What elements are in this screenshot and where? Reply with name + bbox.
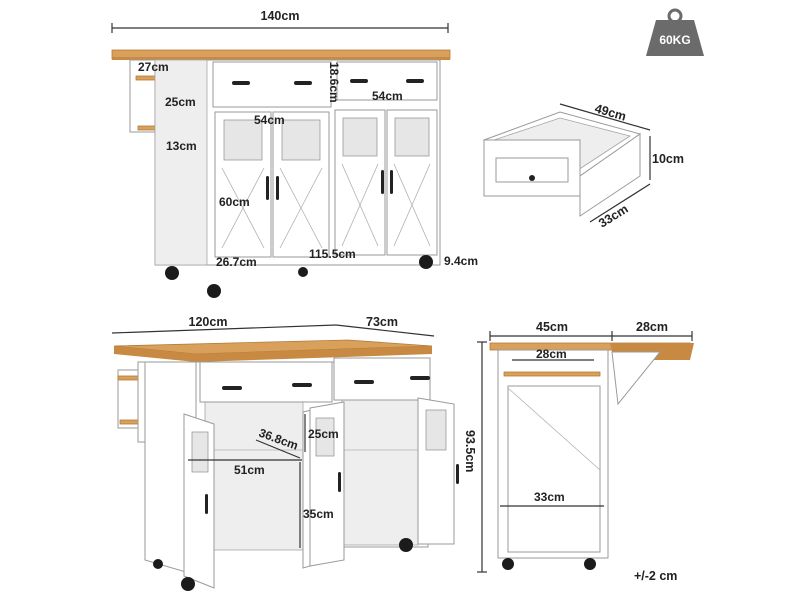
drawer-handle-icon	[232, 81, 250, 85]
tolerance-note: +/-2 cm	[634, 569, 677, 583]
open-compartment-right	[341, 399, 419, 546]
wheel-height-label: 9.4cm	[444, 254, 478, 268]
open-left-drawer	[199, 361, 333, 403]
rack-height-label: 25cm	[165, 95, 196, 109]
drawer-height-label: 18.6cm	[327, 62, 341, 103]
weight-icon-loop	[667, 8, 683, 24]
shelf-width-label: 51cm	[234, 463, 265, 477]
open-depth-label: 73cm	[366, 315, 398, 329]
rack-width-label: 27cm	[138, 60, 169, 74]
weight-badge: 60KG	[646, 8, 704, 56]
weight-label: 60KG	[659, 33, 690, 47]
drawer-detail-illustration: 49cm 10cm 33cm	[482, 101, 684, 231]
shelf-gap-label: 26.7cm	[216, 255, 257, 269]
closed-island-illustration: 140cm	[111, 9, 478, 298]
towel-bar-length-label: 28cm	[536, 347, 567, 361]
rack-depth-label: 13cm	[166, 139, 197, 153]
leaf-bracket	[611, 351, 662, 406]
left-drawer	[212, 61, 332, 108]
overall-height-label: 93.5cm	[463, 430, 477, 472]
open-width-label: 120cm	[189, 315, 228, 329]
lower-height-label: 35cm	[303, 507, 334, 521]
overall-width-label: 140cm	[261, 9, 300, 23]
drawer-width-label: 54cm	[372, 89, 403, 103]
drawer-detail-depth-label: 33cm	[596, 202, 631, 231]
wheel-icon	[165, 266, 179, 280]
side-leaf-depth-label: 28cm	[636, 320, 668, 334]
inner-depth-label: 33cm	[534, 490, 565, 504]
inner-width-label: 115.5cm	[309, 247, 356, 261]
weight-icon	[646, 20, 704, 56]
open-island-illustration: 120cm 73cm	[111, 315, 459, 591]
spice-rack	[129, 59, 159, 133]
cabinet-width-label: 54cm	[254, 113, 285, 127]
side-towel-bar	[503, 371, 601, 377]
drawer-detail-height-label: 10cm	[652, 152, 684, 166]
side-body-depth-label: 45cm	[536, 320, 568, 334]
side-view-illustration: 45cm 28cm 28cm 33cm 93.5cm +/-2 cm	[463, 320, 694, 583]
drawer-detail-width-label: 49cm	[593, 101, 628, 123]
open-compartment-left	[204, 399, 304, 551]
drawer-knob-icon	[529, 175, 535, 181]
door-height-label: 60cm	[219, 195, 250, 209]
shelf-height-label: 25cm	[308, 427, 339, 441]
